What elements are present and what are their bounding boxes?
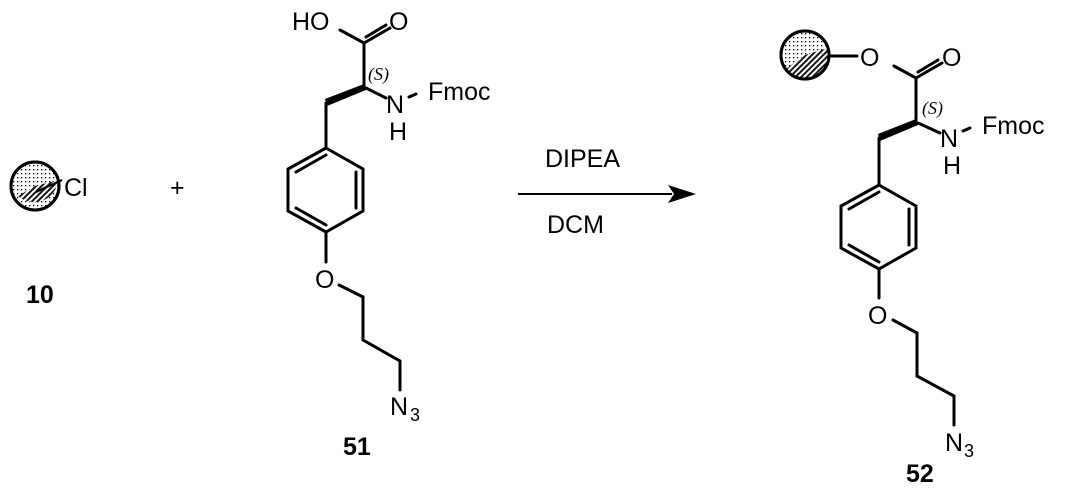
compound-number-52: 52 (906, 460, 934, 488)
reaction-arrow: DIPEA DCM (518, 145, 696, 239)
carbonyl-oxygen-label: O (389, 8, 408, 36)
plus-sign: + (170, 174, 185, 202)
fmoc-label: Fmoc (428, 78, 491, 106)
solvent-dcm: DCM (547, 211, 604, 239)
resin-cl-bond (35, 179, 63, 193)
fmoc-label: Fmoc (982, 112, 1045, 140)
stereo-descriptor: (S) (368, 64, 389, 85)
ether-oxygen-label: O (315, 266, 334, 294)
resin-bead-reactant: Cl (9, 160, 88, 212)
azide-subscript: 3 (410, 405, 420, 425)
carbonyl-oxygen-label: O (942, 44, 961, 72)
chlorine-label: Cl (64, 174, 88, 202)
azide-subscript: 3 (964, 441, 974, 461)
reagent-dipea: DIPEA (545, 145, 620, 173)
azide-n-label: N (390, 393, 408, 421)
amino-acid-reactant: HO O (S) N H Fmoc O N 3 (286, 8, 491, 425)
ether-oxygen-label: O (868, 302, 887, 330)
amine-n-label: N (386, 91, 404, 119)
amine-n-label: N (940, 125, 958, 153)
ester-oxygen-label: O (860, 44, 879, 72)
azide-n-label: N (945, 429, 963, 457)
compound-number-51: 51 (343, 433, 371, 461)
amine-h-label: H (943, 152, 961, 180)
arrow-head-icon (668, 185, 696, 203)
stereo-descriptor: (S) (922, 98, 943, 119)
compound-number-10: 10 (26, 281, 54, 309)
hydroxyl-label: HO (292, 8, 330, 36)
resin-bound-product: O O (S) N H Fmoc O N 3 (779, 29, 1045, 461)
amine-h-label: H (389, 118, 407, 146)
